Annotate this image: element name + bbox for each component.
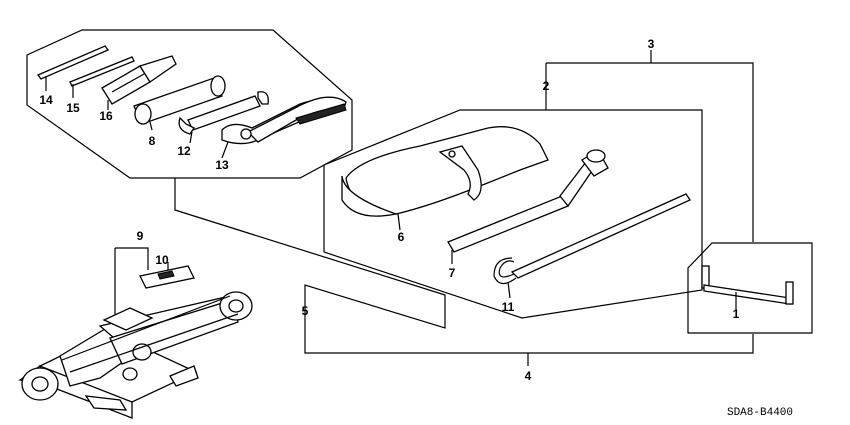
screwdriver-bit-part-14 [36, 45, 110, 91]
callout-11: 11 [502, 300, 515, 314]
jack-handle-frame [687, 242, 813, 334]
screwdriver-handle-part-16 [101, 55, 177, 110]
callout-8: 8 [149, 134, 156, 148]
pliers-part-13 [221, 96, 347, 159]
callout-2: 2 [543, 79, 550, 93]
callout-4: 4 [525, 369, 532, 383]
bracket-lines [114, 50, 754, 366]
crank-part-1 [701, 265, 794, 310]
callout-12: 12 [177, 144, 191, 158]
socket-wrench-part-8 [133, 75, 226, 131]
callout-5: 5 [302, 304, 309, 318]
small-tools-frame [26, 29, 353, 179]
jack-label-part-10 [139, 262, 195, 289]
callout-16: 16 [99, 109, 113, 123]
callout-13: 13 [215, 158, 229, 172]
callout-15: 15 [66, 101, 80, 115]
open-end-wrench-part-12 [178, 91, 269, 144]
callout-7: 7 [449, 266, 456, 280]
scissor-jack-part-9 [18, 291, 253, 419]
jack-handle-bar-part-11 [493, 193, 691, 299]
wheel-nut-wrench-part-7 [447, 149, 609, 264]
diagram-code: SDA8-B4400 [727, 407, 793, 419]
screwdriver-bit-part-15 [69, 56, 135, 98]
tool-bag-frame [323, 109, 703, 319]
callout-9: 9 [137, 229, 144, 243]
callout-6: 6 [398, 230, 405, 244]
callout-14: 14 [39, 93, 53, 107]
callout-1: 1 [733, 307, 740, 321]
callout-10: 10 [155, 253, 169, 267]
callout-labels: 3 2 14 15 16 8 12 13 6 9 10 7 11 5 1 4 S… [39, 37, 793, 419]
tool-bag-part-6 [341, 126, 549, 231]
callout-3: 3 [648, 37, 655, 51]
